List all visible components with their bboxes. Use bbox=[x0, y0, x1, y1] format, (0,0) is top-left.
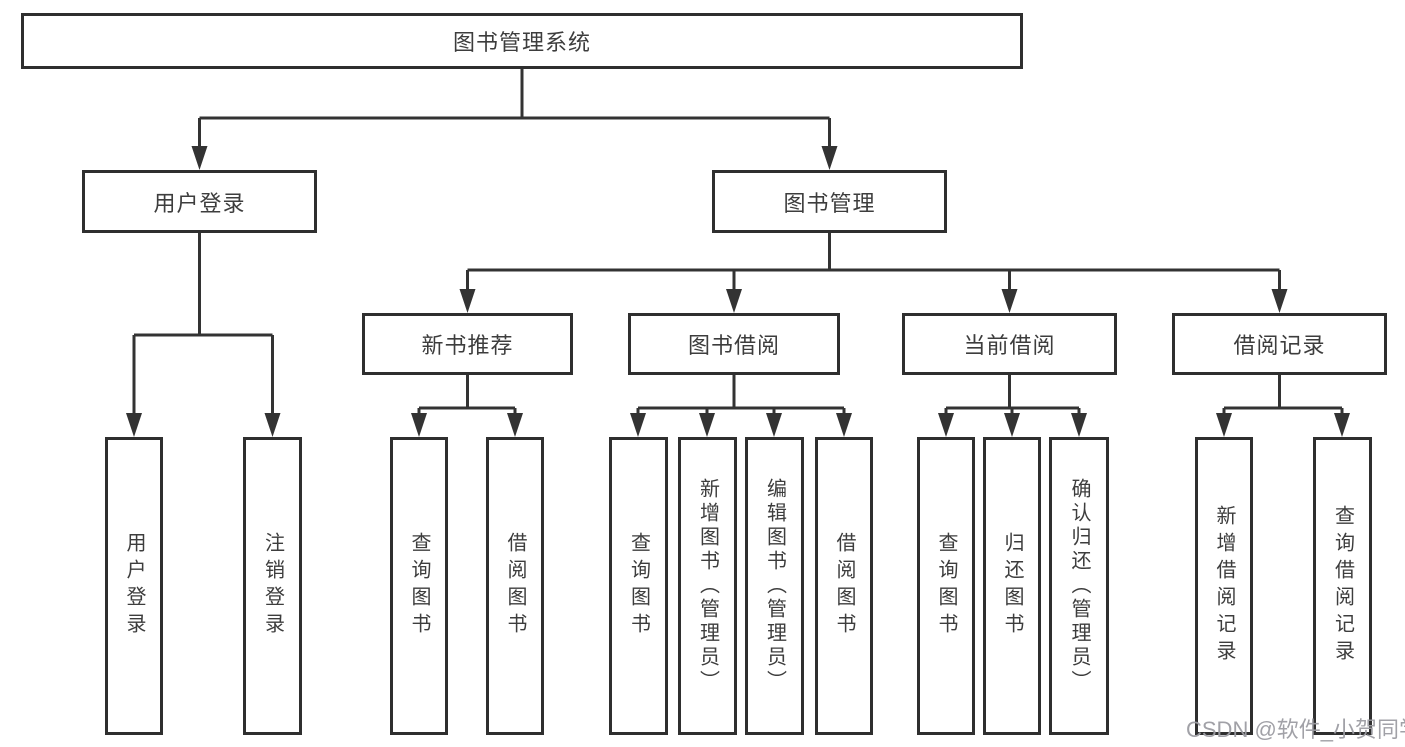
arrow-down-icon bbox=[1271, 289, 1288, 313]
node-book-management: 图书管理 bbox=[712, 170, 947, 233]
leaf-cb-query-books: 查询图书 bbox=[917, 437, 975, 735]
node-root: 图书管理系统 bbox=[21, 13, 1023, 69]
arrowheads bbox=[126, 146, 1350, 437]
node-current-borrow: 当前借阅 bbox=[902, 313, 1117, 375]
leaf-br-add-record: 新增借阅记录 bbox=[1195, 437, 1253, 735]
connector-borrow-to-leaves bbox=[636, 375, 846, 415]
arrow-down-icon bbox=[1004, 413, 1020, 437]
leaf-cb-confirm-return-admin: 确认归还（管理员） bbox=[1049, 437, 1109, 735]
arrow-down-icon bbox=[1216, 413, 1232, 437]
connector-records-to-leaves bbox=[1222, 375, 1344, 415]
arrow-down-icon bbox=[821, 146, 838, 170]
arrow-down-icon bbox=[1071, 413, 1087, 437]
leaf-bb-edit-books-admin: 编辑图书（管理员） bbox=[745, 437, 804, 735]
arrow-down-icon bbox=[836, 413, 852, 437]
leaf-logout: 注销登录 bbox=[243, 437, 302, 735]
leaf-br-query-record: 查询借阅记录 bbox=[1313, 437, 1372, 735]
arrow-down-icon bbox=[630, 413, 646, 437]
leaf-bb-borrow-books: 借阅图书 bbox=[815, 437, 873, 735]
connector-userlogin-to-leaves bbox=[132, 233, 274, 415]
leaf-rec-query-books: 查询图书 bbox=[390, 437, 448, 735]
node-borrow-records: 借阅记录 bbox=[1172, 313, 1387, 375]
node-book-borrow: 图书借阅 bbox=[628, 313, 840, 375]
arrow-down-icon bbox=[699, 413, 715, 437]
arrow-down-icon bbox=[766, 413, 782, 437]
arrow-down-icon bbox=[411, 413, 427, 437]
node-user-login: 用户登录 bbox=[82, 170, 317, 233]
node-new-book-recommend: 新书推荐 bbox=[362, 313, 573, 375]
watermark: CSDN @软件_小贺同学 bbox=[1186, 717, 1405, 742]
connector-bookmgmt-to-level3 bbox=[466, 233, 1281, 291]
connector-current-to-leaves bbox=[944, 375, 1081, 415]
arrow-down-icon bbox=[191, 146, 208, 170]
leaf-user-login: 用户登录 bbox=[105, 437, 163, 735]
arrow-down-icon bbox=[1334, 413, 1350, 437]
arrow-down-icon bbox=[459, 289, 476, 313]
leaf-rec-borrow-books: 借阅图书 bbox=[486, 437, 544, 735]
arrow-down-icon bbox=[264, 413, 281, 437]
connector-paths bbox=[132, 69, 1344, 415]
leaf-bb-add-books-admin: 新增图书（管理员） bbox=[678, 437, 737, 735]
leaf-bb-query-books: 查询图书 bbox=[609, 437, 668, 735]
leaf-cb-return-books: 归还图书 bbox=[983, 437, 1041, 735]
arrow-down-icon bbox=[726, 289, 742, 313]
connector-root-to-level2 bbox=[198, 69, 831, 148]
arrow-down-icon bbox=[507, 413, 523, 437]
arrow-down-icon bbox=[126, 413, 142, 437]
connector-rec-to-leaves bbox=[417, 375, 517, 415]
arrow-down-icon bbox=[938, 413, 954, 437]
arrow-down-icon bbox=[1001, 289, 1018, 313]
